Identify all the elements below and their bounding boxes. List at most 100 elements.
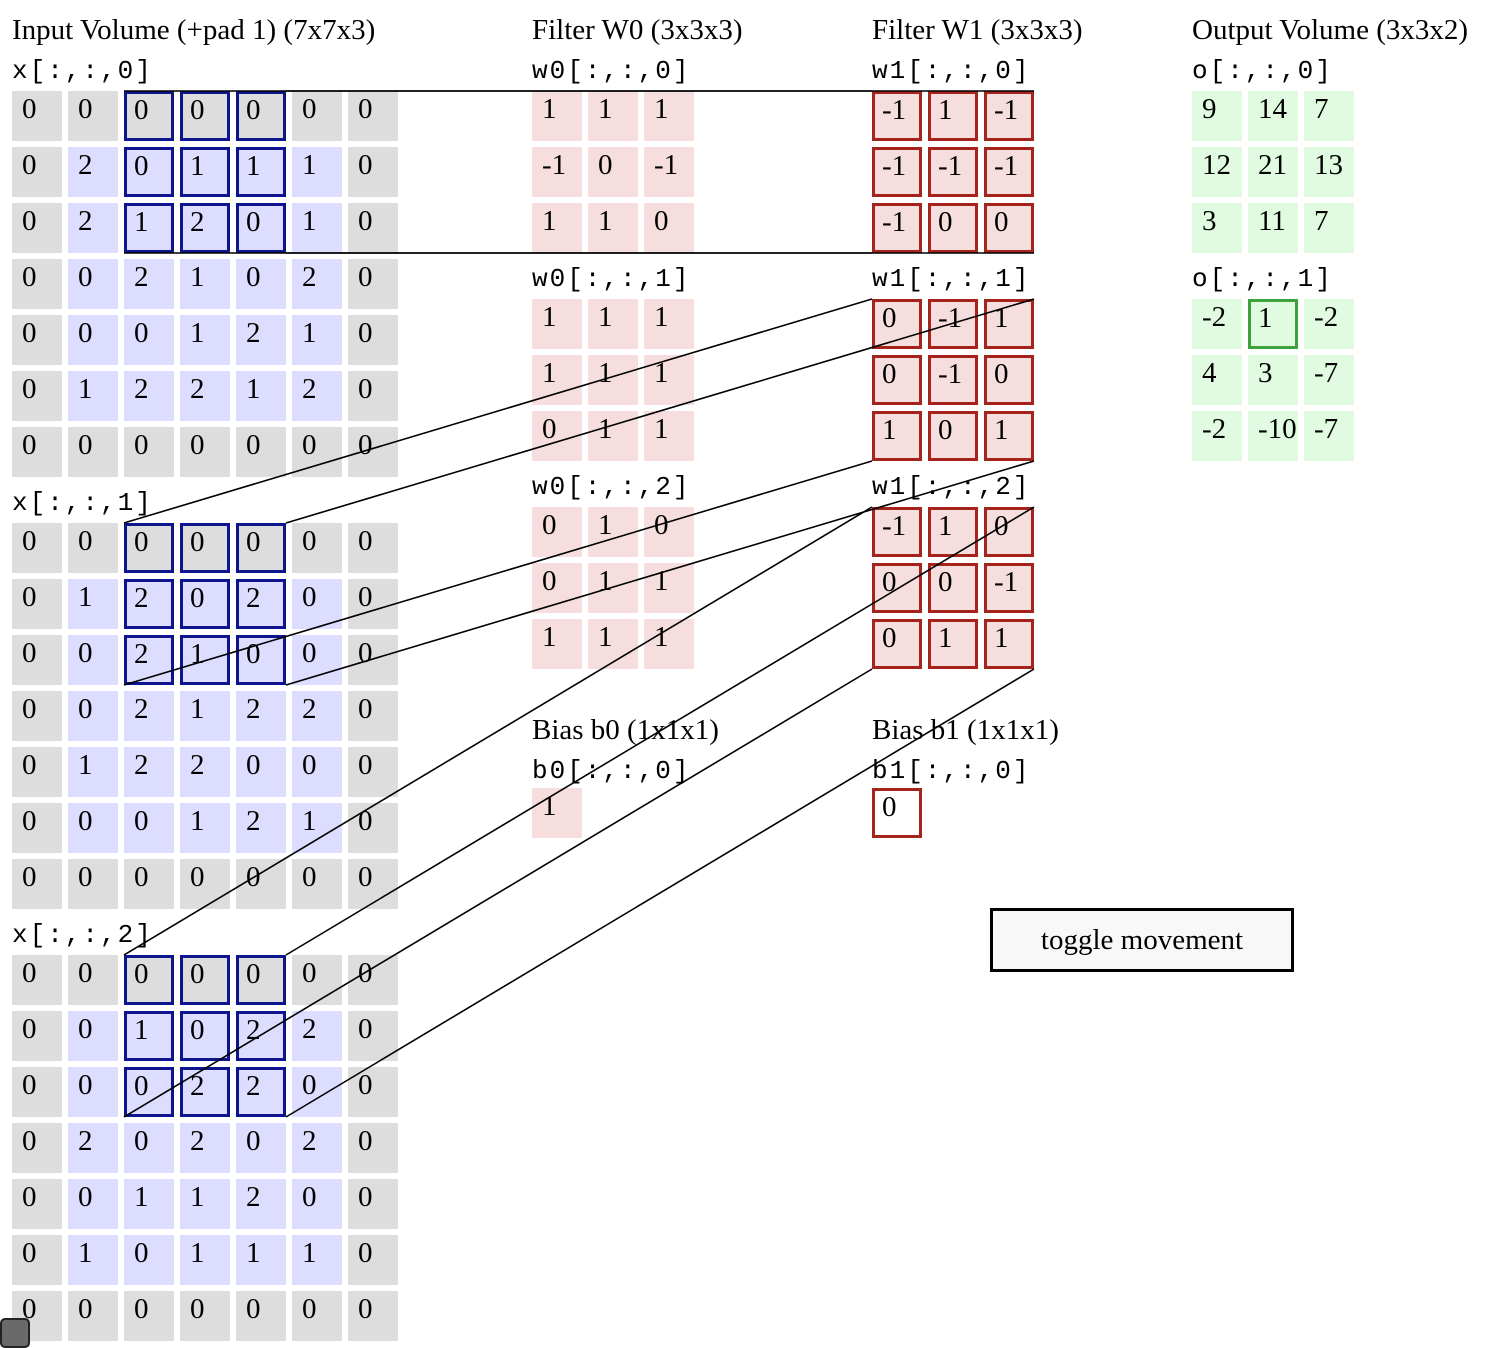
input-cell: 0 — [236, 203, 286, 253]
input-cell: 0 — [68, 427, 118, 477]
input-cell: 0 — [348, 259, 398, 309]
input-slice-label: x[:,:,2] — [12, 920, 153, 950]
w1-cell: -1 — [984, 563, 1034, 613]
w0-cell: 0 — [588, 147, 638, 197]
input-cell: 1 — [68, 371, 118, 421]
w1-cell: -1 — [872, 147, 922, 197]
input-cell: 0 — [12, 579, 62, 629]
output-cell: 11 — [1248, 203, 1298, 253]
input-cell: 1 — [292, 803, 342, 853]
input-cell: 2 — [180, 1067, 230, 1117]
input-cell: 1 — [124, 1179, 174, 1229]
output-cell: -7 — [1304, 411, 1354, 461]
input-cell: 2 — [124, 259, 174, 309]
input-cell: 0 — [292, 747, 342, 797]
input-cell: 2 — [236, 803, 286, 853]
input-cell: 1 — [236, 371, 286, 421]
input-cell: 0 — [124, 803, 174, 853]
input-cell: 2 — [180, 747, 230, 797]
input-cell: 0 — [12, 635, 62, 685]
input-cell: 0 — [12, 523, 62, 573]
input-cell: 0 — [180, 427, 230, 477]
w1-slice-label: w1[:,:,0] — [872, 56, 1031, 86]
w1-cell: 1 — [872, 411, 922, 461]
input-cell: 0 — [180, 523, 230, 573]
input-cell: 0 — [124, 147, 174, 197]
output-volume-title: Output Volume (3x3x2) — [1192, 14, 1469, 46]
input-cell: 0 — [68, 635, 118, 685]
input-cell: 0 — [348, 1123, 398, 1173]
output-cell: 1 — [1248, 299, 1298, 349]
input-cell: 1 — [180, 259, 230, 309]
input-cell: 0 — [236, 747, 286, 797]
input-cell: 0 — [236, 1123, 286, 1173]
input-cell: 0 — [68, 1179, 118, 1229]
input-cell: 0 — [12, 315, 62, 365]
input-cell: 2 — [236, 1011, 286, 1061]
input-cell: 1 — [124, 203, 174, 253]
input-cell: 1 — [180, 1179, 230, 1229]
input-cell: 2 — [180, 371, 230, 421]
w1-cell: 1 — [984, 299, 1034, 349]
w0-cell: 1 — [644, 91, 694, 141]
filter-w1-title: Filter W1 (3x3x3) — [872, 14, 1083, 46]
output-cell: 3 — [1248, 355, 1298, 405]
input-cell: 0 — [348, 1067, 398, 1117]
input-cell: 0 — [12, 747, 62, 797]
input-cell: 0 — [292, 1291, 342, 1341]
output-cell: -2 — [1192, 411, 1242, 461]
input-cell: 0 — [236, 955, 286, 1005]
input-cell: 0 — [292, 635, 342, 685]
output-cell: 7 — [1304, 91, 1354, 141]
w0-slice-label: w0[:,:,1] — [532, 264, 691, 294]
input-cell: 0 — [292, 579, 342, 629]
input-cell: 0 — [348, 371, 398, 421]
w1-slice-label: w1[:,:,2] — [872, 472, 1031, 502]
w0-cell: 0 — [532, 507, 582, 557]
input-cell: 2 — [124, 635, 174, 685]
input-cell: 0 — [348, 1179, 398, 1229]
input-cell: 0 — [236, 1291, 286, 1341]
output-cell: -7 — [1304, 355, 1354, 405]
w0-cell: 1 — [644, 411, 694, 461]
w0-cell: -1 — [532, 147, 582, 197]
w0-cell: 0 — [532, 411, 582, 461]
input-cell: 1 — [124, 1011, 174, 1061]
input-cell: 1 — [180, 1235, 230, 1285]
input-cell: 1 — [180, 803, 230, 853]
output-cell: 21 — [1248, 147, 1298, 197]
input-cell: 0 — [124, 523, 174, 573]
input-slice-label: x[:,:,1] — [12, 488, 153, 518]
input-cell: 2 — [124, 747, 174, 797]
input-cell: 0 — [12, 1011, 62, 1061]
w1-cell: 1 — [928, 619, 978, 669]
w0-slice-label: w0[:,:,0] — [532, 56, 691, 86]
w0-slice-label: w0[:,:,2] — [532, 472, 691, 502]
w0-cell: 1 — [588, 203, 638, 253]
input-cell: 0 — [12, 203, 62, 253]
toggle-movement-button[interactable]: toggle movement — [990, 908, 1294, 972]
input-cell: 0 — [348, 147, 398, 197]
w0-cell: 1 — [588, 299, 638, 349]
input-cell: 1 — [236, 147, 286, 197]
input-cell: 0 — [12, 427, 62, 477]
input-cell: 0 — [68, 91, 118, 141]
w1-cell: -1 — [928, 147, 978, 197]
input-cell: 0 — [292, 1179, 342, 1229]
input-cell: 2 — [180, 203, 230, 253]
w0-cell: 1 — [644, 619, 694, 669]
input-cell: 0 — [292, 1067, 342, 1117]
b1-slice-label: b1[:,:,0] — [872, 756, 1031, 786]
input-cell: 0 — [68, 803, 118, 853]
w1-cell: 0 — [984, 203, 1034, 253]
w0-cell: 1 — [532, 203, 582, 253]
input-cell: 0 — [12, 955, 62, 1005]
b0-slice-label: b0[:,:,0] — [532, 756, 691, 786]
w1-cell: -1 — [872, 507, 922, 557]
corner-tab[interactable] — [0, 1318, 30, 1348]
input-slice-label: x[:,:,0] — [12, 56, 153, 86]
input-cell: 1 — [180, 147, 230, 197]
input-cell: 1 — [292, 1235, 342, 1285]
input-cell: 0 — [236, 635, 286, 685]
input-cell: 2 — [180, 1123, 230, 1173]
